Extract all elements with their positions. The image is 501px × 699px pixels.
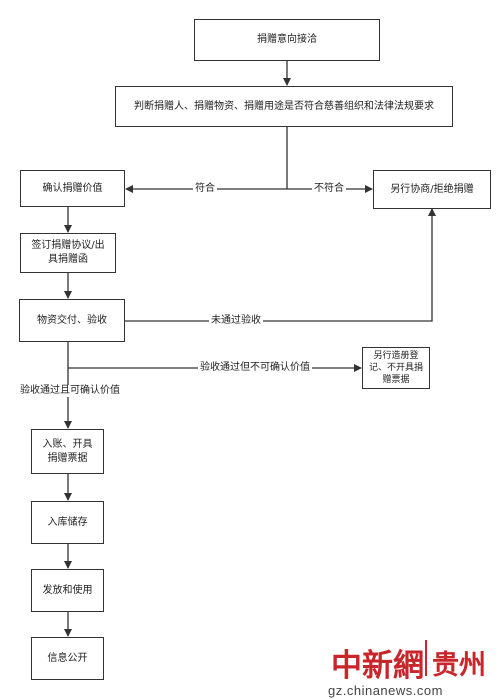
node-distribute-use-label: 发放和使用: [42, 584, 93, 596]
node-book-and-receipt-label: 入账、开具捐赠票据: [42, 438, 93, 464]
edge-label-pass-with-value: 验收通过且可确认价值: [18, 385, 122, 397]
node-info-disclosure: 信息公开: [31, 637, 104, 680]
node-negotiate-or-reject-label: 另行协商/拒绝捐赠: [390, 183, 474, 195]
watermark-divider: [425, 640, 427, 676]
node-separate-register: 另行造册登记、不开具捐赠票据: [362, 347, 430, 389]
edge-fail-acceptance: [125, 208, 436, 322]
node-warehouse-storage: 入库储存: [31, 501, 104, 544]
node-delivery-acceptance: 物资交付、验收: [19, 299, 125, 342]
watermark-region: 贵州: [432, 650, 486, 681]
node-negotiate-or-reject: 另行协商/拒绝捐赠: [373, 170, 491, 209]
node-compliance-check-label: 判断捐赠人、捐赠物资、捐赠用途是否符合慈善组织和法律法规要求: [134, 100, 434, 112]
node-separate-register-label: 另行造册登记、不开具捐赠票据: [368, 351, 423, 385]
watermark-url: gz.chinanews.com: [328, 683, 443, 698]
node-confirm-value: 确认捐赠价值: [20, 170, 125, 207]
node-info-disclosure-label: 信息公开: [47, 652, 88, 664]
node-confirm-value-label: 确认捐赠价值: [42, 182, 103, 194]
node-sign-agreement: 签订捐赠协议/出具捐赠函: [20, 233, 116, 273]
watermark-logo: 中新網: [331, 648, 424, 684]
edge-label-pass-no-value: 验收通过但不可确认价值: [198, 362, 312, 374]
edge-label-fail-acceptance: 未通过验收: [209, 315, 263, 327]
edge-label-not-comply: 不符合: [312, 183, 346, 195]
node-distribute-use: 发放和使用: [31, 569, 104, 612]
node-compliance-check: 判断捐赠人、捐赠物资、捐赠用途是否符合慈善组织和法律法规要求: [115, 86, 453, 127]
node-donation-intent-label: 捐赠意向接洽: [257, 34, 317, 45]
node-delivery-acceptance-label: 物资交付、验收: [37, 314, 107, 326]
node-book-and-receipt: 入账、开具捐赠票据: [31, 429, 104, 474]
node-donation-intent: 捐赠意向接洽: [194, 19, 380, 61]
edge-label-comply: 符合: [193, 183, 217, 195]
node-warehouse-storage-label: 入库储存: [47, 516, 88, 528]
node-sign-agreement-label: 签订捐赠协议/出具捐赠函: [31, 240, 105, 265]
